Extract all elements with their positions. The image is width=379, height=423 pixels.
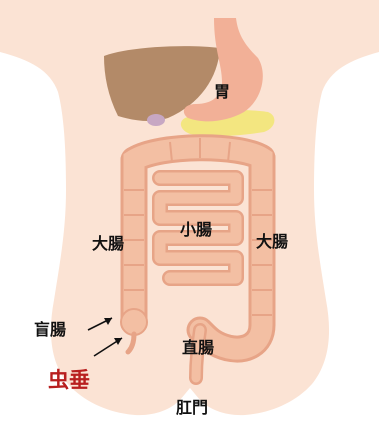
gallbladder (147, 114, 165, 126)
label-rectum: 直腸 (182, 340, 214, 356)
label-cecum: 盲腸 (34, 322, 66, 338)
label-large-intestine-left: 大腸 (92, 236, 124, 252)
label-small-intestine: 小腸 (180, 222, 212, 238)
cecum (121, 309, 147, 335)
label-appendix: 虫垂 (48, 370, 90, 391)
label-large-intestine-right: 大腸 (256, 234, 288, 250)
label-stomach: 胃 (214, 84, 230, 100)
label-anus: 肛門 (176, 400, 208, 416)
